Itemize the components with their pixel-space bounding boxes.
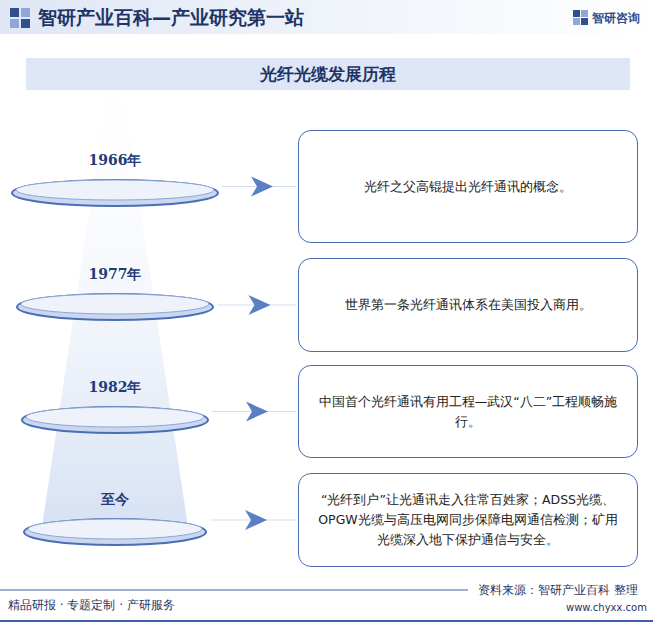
disc-top <box>21 294 209 314</box>
disc-shape <box>22 513 208 547</box>
footer-services: 精品研报 · 专题定制 · 产研服务 <box>8 597 175 614</box>
title-text: 光纤光缆发展历程 <box>260 63 396 86</box>
year-disc: 至今 <box>22 491 208 547</box>
event-box: 世界第一条光纤通讯体系在美国投入商用。 <box>298 258 638 352</box>
year-label: 1977年 <box>15 266 215 284</box>
disc-top <box>26 407 204 427</box>
timeline-arrow <box>217 295 296 315</box>
disc-rim <box>24 519 206 545</box>
timeline-arrow <box>222 177 296 197</box>
footer-rule <box>0 620 653 622</box>
event-text: “光纤到户”让光通讯走入往常百姓家；ADSS光缆、OPGW光缆与高压电网同步保障… <box>315 490 621 550</box>
arrow-head <box>245 510 267 530</box>
light-cone <box>40 40 190 540</box>
disc-shape <box>15 288 215 322</box>
header-bar <box>0 0 653 34</box>
timeline-arrow <box>210 510 296 530</box>
event-box: 中国首个光纤通讯有用工程—武汉“八二”工程顺畅施行。 <box>298 365 638 458</box>
arrow-head <box>251 177 273 197</box>
website: www.chyxx.com <box>566 602 647 613</box>
disc-rim <box>12 180 218 206</box>
year-disc: 1977年 <box>15 266 215 322</box>
event-text: 世界第一条光纤通讯体系在美国投入商用。 <box>345 295 592 315</box>
header-title: 智研产业百科—产业研究第一站 <box>38 5 304 31</box>
disc-top <box>28 519 202 539</box>
event-text: 中国首个光纤通讯有用工程—武汉“八二”工程顺畅施行。 <box>315 392 621 432</box>
disc-rim <box>17 294 213 320</box>
event-text: 光纤之父高锟提出光纤通讯的概念。 <box>364 177 572 197</box>
brand-name: 智研咨询 <box>592 10 640 27</box>
footer-rule <box>0 590 468 591</box>
event-box: 光纤之父高锟提出光纤通讯的概念。 <box>298 130 638 243</box>
disc-rim <box>22 407 208 433</box>
arrow-head <box>249 295 271 315</box>
timeline-arrow <box>212 402 296 422</box>
disc-top <box>16 180 214 200</box>
source-note: 资料来源：智研产业百科 整理 <box>478 582 638 599</box>
disc-shape <box>10 174 220 208</box>
event-box: “光纤到户”让光通讯走入往常百姓家；ADSS光缆、OPGW光缆与高压电网同步保障… <box>298 473 638 567</box>
header-icon <box>10 8 30 28</box>
year-label: 至今 <box>22 491 208 509</box>
year-label: 1966年 <box>10 152 220 170</box>
arrow-head <box>246 402 268 422</box>
year-disc: 1966年 <box>10 152 220 208</box>
disc-shape <box>20 401 210 435</box>
year-label: 1982年 <box>20 379 210 397</box>
brand-icon <box>573 10 588 25</box>
year-disc: 1982年 <box>20 379 210 435</box>
title-band: 光纤光缆发展历程 <box>26 58 630 90</box>
